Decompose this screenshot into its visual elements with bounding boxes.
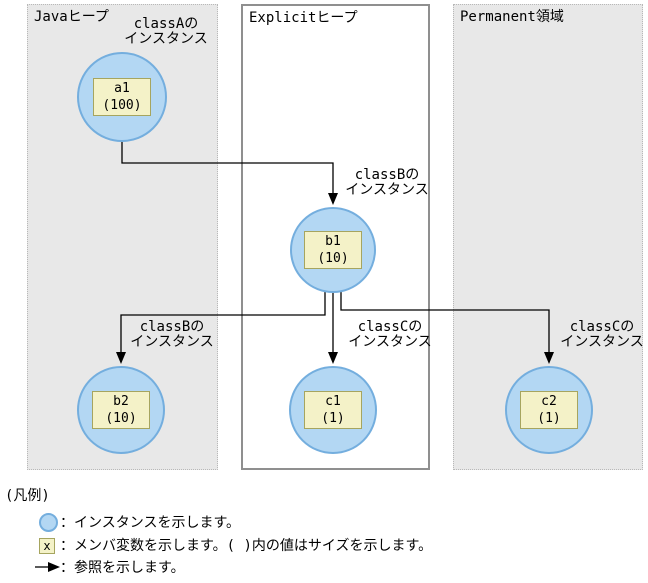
instance-c1: c1 (1) — [289, 366, 377, 454]
annotation-c2-line2: インスタンス — [560, 334, 644, 350]
member-size-c1: (1) — [321, 411, 345, 426]
legend-title: (凡例) — [5, 488, 50, 504]
member-size-c2: (1) — [537, 411, 561, 426]
legend-reference-arrowhead — [48, 562, 60, 572]
annotation-a1: classAの インスタンス — [101, 17, 231, 47]
member-box-c2: c2 (1) — [520, 391, 578, 429]
instance-c2: c2 (1) — [505, 366, 593, 454]
member-size-b1: (10) — [317, 251, 349, 266]
panel-permanent-area-title: Permanent領域 — [460, 9, 564, 25]
legend-member-icon: x — [39, 538, 55, 554]
annotation-b2: classBの インスタンス — [107, 320, 237, 350]
member-name-b1: b1 — [325, 234, 341, 249]
panel-java-heap-title: Javaヒープ — [34, 9, 109, 25]
annotation-c1-line1: classCの — [357, 319, 423, 335]
member-box-b1: b1 (10) — [304, 231, 362, 269]
instance-b2: b2 (10) — [77, 366, 165, 454]
member-size-a1: (100) — [102, 98, 142, 113]
legend-reference-text: ：参照を示します。 — [60, 560, 185, 576]
annotation-b1: classBの インスタンス — [322, 168, 452, 198]
annotation-a1-line1: classAの — [133, 16, 199, 32]
panel-explicit-heap-title: Explicitヒープ — [249, 10, 358, 26]
instance-a1: a1 (100) — [77, 52, 167, 142]
member-name-c1: c1 — [325, 394, 341, 409]
legend-instance-text: ：インスタンスを示します。 — [60, 515, 241, 531]
member-size-b2: (10) — [105, 411, 137, 426]
annotation-c2: classCの インスタンス — [537, 320, 648, 350]
legend-member-symbol: x — [43, 539, 51, 553]
annotation-a1-line2: インスタンス — [124, 31, 208, 47]
annotation-b2-line2: インスタンス — [130, 334, 214, 350]
annotation-b2-line1: classBの — [139, 319, 205, 335]
annotation-c1-line2: インスタンス — [348, 334, 432, 350]
annotation-c2-line1: classCの — [569, 319, 635, 335]
annotation-c1: classCの インスタンス — [325, 320, 455, 350]
member-name-b2: b2 — [113, 394, 129, 409]
annotation-b1-line1: classBの — [354, 167, 420, 183]
member-box-c1: c1 (1) — [304, 391, 362, 429]
member-name-a1: a1 — [114, 81, 130, 96]
annotation-b1-line2: インスタンス — [345, 182, 429, 198]
member-name-c2: c2 — [541, 394, 557, 409]
instance-b1: b1 (10) — [290, 207, 376, 293]
member-box-b2: b2 (10) — [92, 391, 150, 429]
legend-member-text: ：メンバ変数を示します。( )内の値はサイズを示します。 — [60, 538, 433, 554]
member-box-a1: a1 (100) — [93, 78, 151, 116]
legend-instance-icon — [39, 513, 58, 532]
